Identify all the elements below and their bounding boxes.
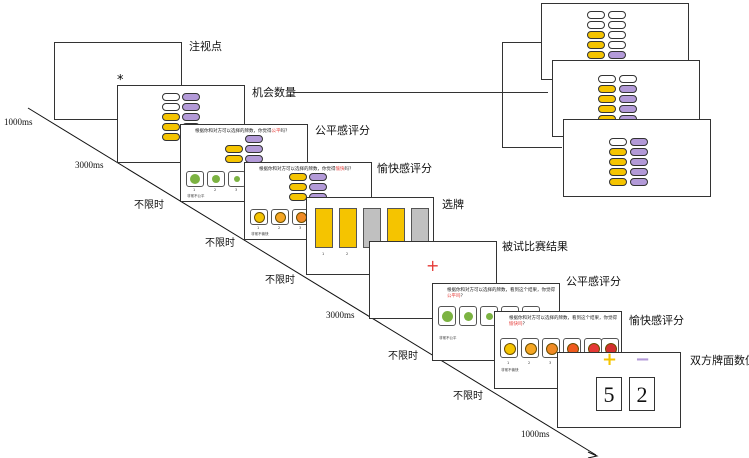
face-icon[interactable] [500,338,518,358]
face-icon[interactable] [542,338,560,358]
time-label: 不限时 [388,351,418,362]
example-panel-3 [563,119,711,197]
opponent-card-value: 2 [629,377,655,411]
time-label: 不限时 [134,200,164,211]
pleasure-question-2: 根据你和对方可以选择的牌数，看到这个结果，你觉得 [509,316,617,321]
label-fairness-2: 公平感评分 [566,275,621,288]
face-icon[interactable] [521,338,539,358]
fixation-symbol: * [117,73,124,88]
scale-low-label: 非常不公平 [187,194,205,198]
own-card-value: 5 [596,377,622,411]
label-fairness-1: 公平感评分 [315,124,370,137]
time-label: 3000ms [75,160,104,170]
time-label: 不限时 [205,238,235,249]
card-yellow[interactable] [315,208,333,248]
time-label: 3000ms [326,310,355,320]
scale-low-label: 非常不愉快 [501,368,519,372]
scale-low-label: 非常不愉快 [251,232,269,236]
label-pleasure-2: 愉快感评分 [629,314,684,327]
face-icon[interactable] [271,209,289,225]
leaf-icon[interactable] [186,171,204,187]
face-icon[interactable] [292,209,310,225]
plus-sign: + [602,349,618,370]
label-choose: 选牌 [442,198,464,211]
label-result: 被试比赛结果 [502,240,568,253]
scale-low-label: 非常不公平 [439,336,457,340]
time-label: 1000ms [4,117,33,127]
time-label: 1000ms [521,429,550,439]
time-label: 不限时 [453,391,483,402]
cross-symbol: + [426,256,440,275]
label-pleasure-1: 愉快感评分 [377,162,432,175]
fairness-question-1: 根据你和对方可以选择的牌数，你觉得公平吗？ [195,129,290,134]
face-icon[interactable] [250,209,268,225]
time-label: 不限时 [265,275,295,286]
leaf-icon[interactable] [207,171,225,187]
label-values: 双方牌面数值 [690,354,749,367]
label-fixation: 注视点 [189,40,222,53]
pleasure-question-1: 根据你和对方可以选择的牌数，你觉得愉快吗？ [259,167,354,172]
leaf-icon[interactable] [459,306,477,326]
card-yellow[interactable] [339,208,357,248]
label-chances: 机会数量 [252,86,296,99]
leaf-icon[interactable] [438,306,456,326]
values-panel: + − 5 2 [557,349,681,428]
fairness-question-2: 根据你和对方可以选择的牌数，看到这个结果，你觉得 [447,288,555,293]
minus-sign: − [635,349,651,370]
